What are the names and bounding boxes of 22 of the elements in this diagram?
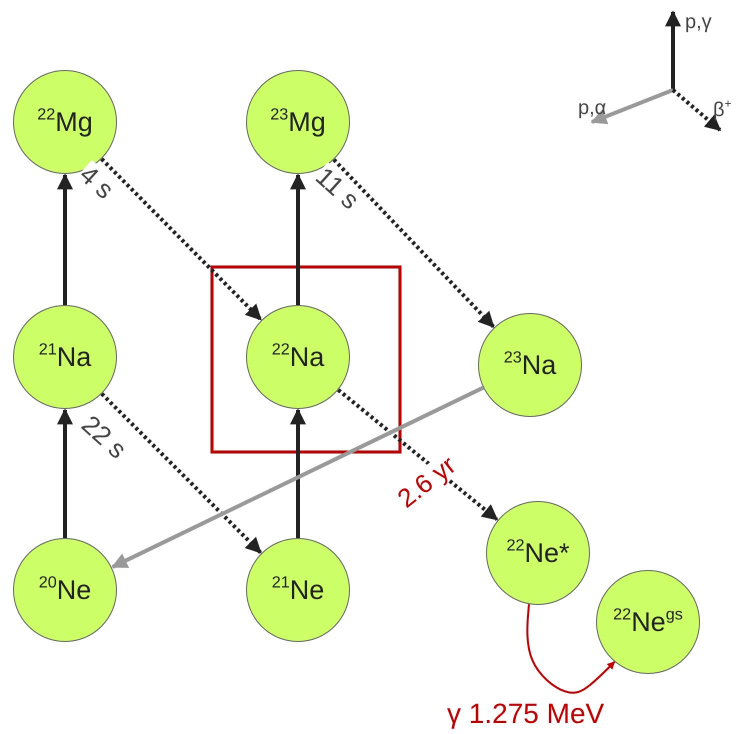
nucleus-label: $^{22}$Ne$^{gs}$ [613, 606, 683, 638]
arrow [111, 386, 484, 569]
legend-label: p,γ [685, 12, 712, 32]
arrow [100, 158, 262, 321]
nucleus-label: $^{23}$Na [504, 350, 556, 380]
legend-label: β$^{+}$ [713, 100, 732, 120]
arrow [332, 158, 495, 328]
nucleus-label: $^{21}$Ne [272, 574, 324, 606]
arrow [526, 604, 616, 694]
nucleus-label: $^{21}$Na [38, 342, 92, 372]
arrow [57, 173, 73, 305]
nucleus-label: $^{20}$Ne [38, 574, 92, 606]
legend-label: p,α [578, 98, 606, 118]
arrow [57, 408, 73, 538]
arrow [337, 388, 498, 522]
arrow [100, 392, 262, 554]
nucleus-label: $^{22}$Na [272, 342, 324, 372]
nucleus-label: $^{23}$Mg [270, 106, 326, 138]
arrow [290, 173, 306, 305]
nucleus-label: $^{22}$Mg [37, 106, 93, 138]
nucleus-label: $^{22}$Ne* [506, 538, 570, 568]
arrow [290, 408, 306, 538]
